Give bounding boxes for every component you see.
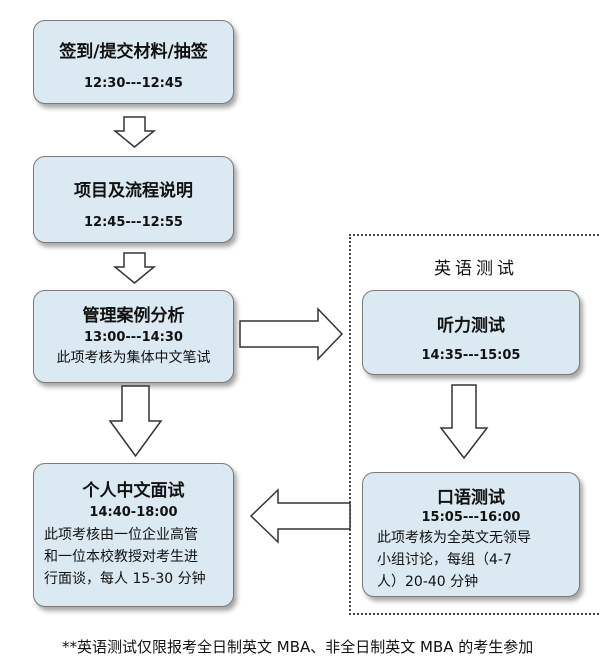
step-oral-note-line: 小组讨论，每组（4-7 bbox=[377, 552, 512, 568]
arrow-right-icon bbox=[239, 307, 344, 361]
step-checkin-box: 签到/提交材料/抽签 12:30---12:45 bbox=[33, 20, 234, 104]
step-checkin-title: 签到/提交材料/抽签 bbox=[59, 42, 208, 62]
step-case-note: 此项考核为集体中文笔试 bbox=[56, 350, 211, 366]
step-intro-time: 12:45---12:55 bbox=[84, 215, 183, 230]
arrow-down-icon bbox=[112, 252, 157, 284]
step-oral-time: 15:05---16:00 bbox=[421, 510, 521, 525]
step-intro-title: 项目及流程说明 bbox=[74, 181, 193, 201]
step-interview-box: 个人中文面试 14:40-18:00 此项考核由一位企业高管 和一位本校教授对考… bbox=[33, 463, 234, 607]
step-oral-title: 口语测试 bbox=[437, 488, 505, 508]
step-checkin-time: 12:30---12:45 bbox=[84, 76, 183, 91]
step-intro-box: 项目及流程说明 12:45---12:55 bbox=[33, 156, 234, 243]
step-case-title: 管理案例分析 bbox=[82, 306, 185, 326]
english-test-group bbox=[349, 234, 600, 615]
step-interview-note-line: 此项考核由一位企业高管 bbox=[44, 527, 198, 543]
step-interview-note-line: 和一位本校教授对考生进 bbox=[44, 549, 198, 565]
step-case-box: 管理案例分析 13:00---14:30 此项考核为集体中文笔试 bbox=[33, 290, 234, 383]
arrow-down-icon bbox=[108, 385, 163, 458]
arrow-down-icon bbox=[112, 116, 157, 148]
step-interview-title: 个人中文面试 bbox=[82, 481, 185, 501]
footnote: **英语测试仅限报考全日制英文 MBA、非全日制英文 MBA 的考生参加 bbox=[62, 638, 534, 656]
step-interview-time: 14:40-18:00 bbox=[89, 505, 178, 520]
step-oral-note-line: 人）20-40 分钟 bbox=[377, 574, 479, 590]
step-oral-box: 口语测试 15:05---16:00 此项考核为全英文无领导 小组讨论，每组（4… bbox=[362, 472, 580, 597]
english-test-group-title: 英语测试 bbox=[434, 259, 518, 279]
step-oral-note-line: 此项考核为全英文无领导 bbox=[377, 530, 531, 546]
step-listening-time: 14:35---15:05 bbox=[421, 348, 521, 363]
step-listening-box: 听力测试 14:35---15:05 bbox=[362, 290, 580, 375]
arrow-left-icon bbox=[249, 488, 351, 544]
arrow-down-icon bbox=[439, 384, 489, 460]
step-listening-title: 听力测试 bbox=[437, 316, 505, 336]
step-interview-note-line: 行面谈，每人 15-30 分钟 bbox=[44, 571, 206, 587]
step-case-time: 13:00---14:30 bbox=[84, 330, 183, 345]
